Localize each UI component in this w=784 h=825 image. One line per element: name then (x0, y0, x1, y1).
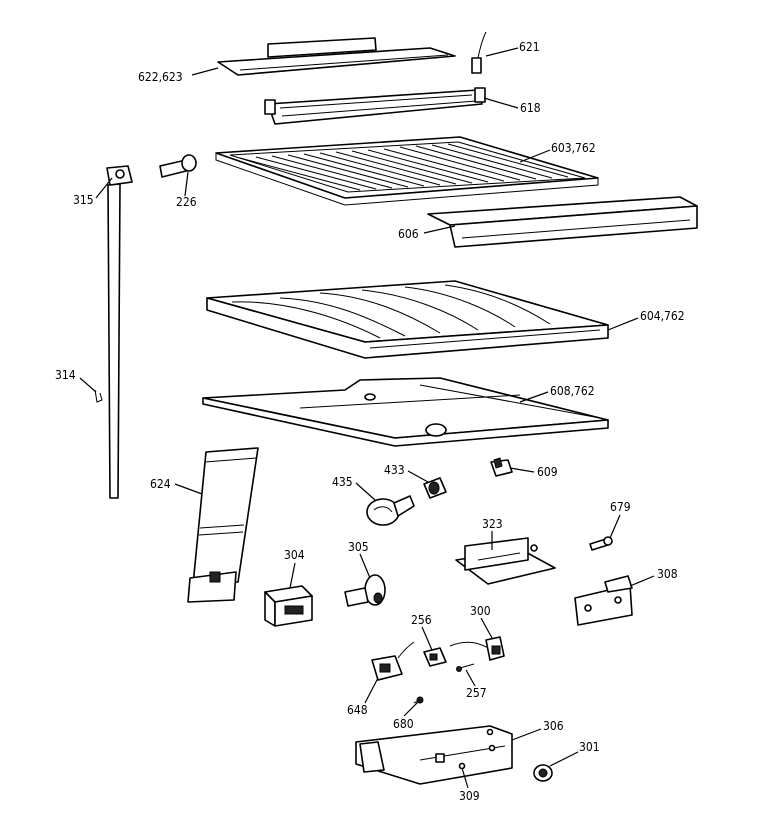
label-305: 305 (348, 540, 369, 554)
label-618: 618 (520, 101, 541, 115)
label-323: 323 (482, 517, 503, 531)
part-rod-314-315 (94, 165, 133, 499)
label-621: 621 (519, 40, 540, 54)
label-609: 609 (537, 465, 558, 479)
part-cover-608-762 (202, 377, 609, 447)
label-314: 314 (55, 368, 76, 382)
part-switch-256 (423, 647, 447, 667)
label-226: 226 (176, 195, 197, 209)
label-604-762: 604,762 (640, 309, 685, 323)
label-308: 308 (657, 567, 678, 581)
part-621 (471, 31, 487, 74)
part-bracket-323 (455, 537, 556, 585)
label-679: 679 (610, 500, 631, 514)
label-256: 256 (411, 613, 432, 627)
label-680: 680 (393, 717, 414, 731)
part-cover-622-623 (217, 37, 456, 76)
part-bracket-306 (355, 725, 513, 785)
label-306: 306 (543, 719, 564, 733)
leader-lines (79, 47, 655, 789)
label-301: 301 (579, 740, 600, 754)
label-606: 606 (398, 227, 419, 241)
part-knob-305 (344, 574, 386, 607)
part-screw-257 (456, 663, 475, 672)
part-bracket-308 (574, 575, 633, 626)
label-435: 435 (332, 475, 353, 489)
label-622-623: 622,623 (138, 70, 183, 84)
label-648: 648 (347, 703, 368, 717)
label-309: 309 (459, 789, 480, 803)
part-frame-604-762 (206, 280, 609, 359)
part-thermostat-300 (449, 636, 505, 661)
part-clip-609 (490, 457, 513, 477)
part-housing-304 (264, 585, 313, 627)
part-cap-301 (533, 764, 553, 782)
part-shelf-603-762 (215, 136, 599, 206)
part-socket-433 (423, 477, 447, 499)
part-front-rail-606 (427, 196, 698, 248)
part-screw-679 (589, 536, 613, 551)
label-603-762: 603,762 (551, 141, 596, 155)
label-624: 624 (150, 477, 171, 491)
label-608-762: 608,762 (550, 384, 595, 398)
label-433: 433 (384, 463, 405, 477)
part-bulb-435 (366, 495, 415, 526)
label-315: 315 (73, 193, 94, 207)
part-pin-226 (159, 154, 197, 178)
label-257: 257 (466, 686, 487, 700)
part-screw-680 (413, 696, 424, 704)
label-304: 304 (284, 548, 305, 562)
part-timer-648 (371, 641, 415, 681)
part-duct-624 (187, 447, 259, 603)
label-300: 300 (470, 604, 491, 618)
part-light-housing-618 (264, 87, 486, 125)
